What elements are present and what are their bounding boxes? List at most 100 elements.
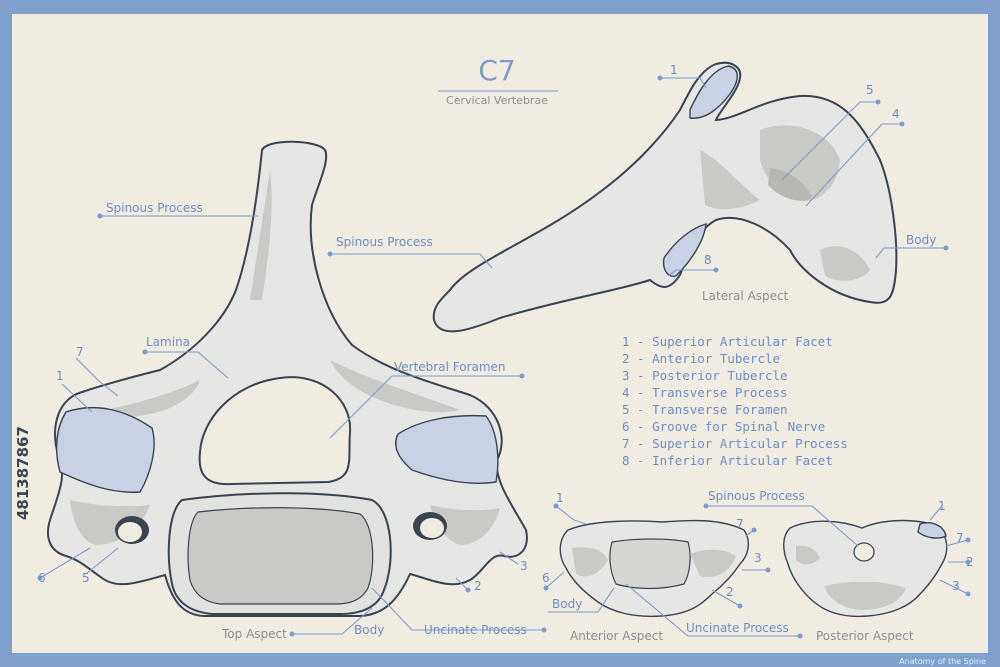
vertebral-foramen [198,376,352,486]
legend-item: 6 - Groove for Spinal Nerve [622,419,825,434]
legend-item: 3 - Posterior Tubercle [622,368,788,383]
lateral-shade-2 [700,150,760,210]
superior-articular-facet-left [55,406,155,493]
anterior-shade-right [690,549,736,578]
leader-dot [943,245,949,251]
label-body-top: Body [354,623,384,637]
top-vertebra-shade-left [95,380,200,418]
leader-dot [703,503,709,509]
leader-spinous-lateral [330,253,493,269]
posterior-body-shade [824,581,906,610]
leader-dot [713,267,719,273]
leader-dot [765,567,771,573]
top-vertebra-shade-right [330,360,460,413]
label-2-anterior: 2 [726,585,734,599]
vertebral-body-inner [187,507,374,605]
leader-6-top [39,547,91,579]
footer-credit: Anatomy of the Spine [899,657,986,666]
leader-3-posterior [939,579,969,595]
transverse-foramen-left [118,522,142,542]
label-8-lateral: 8 [704,253,712,267]
posterior-vertebra-outline [783,519,948,618]
top-vertebra-shade-base-right [430,505,500,545]
leader-4-lateral [805,123,902,207]
legend-item: 4 - Transverse Process [622,385,788,400]
lateral-shade-3 [820,246,870,281]
caption-lateral-aspect: Lateral Aspect [702,289,789,303]
leader-8-lateral [667,269,716,277]
label-spinous-process-top: Spinous Process [106,201,203,215]
leader-uncinate-top [371,587,544,631]
leader-7-top [75,357,119,397]
label-uncinate-anterior: Uncinate Process [686,621,789,635]
anterior-aspect-vertebra [559,519,750,618]
caption-top-aspect: Top Aspect [221,627,287,641]
legend: 1 - Superior Articular Facet 2 - Anterio… [622,334,848,468]
top-vertebra-shade [250,170,272,300]
legend-item: 8 - Inferior Articular Facet [622,453,833,468]
label-2-posterior: 2 [966,555,974,569]
leader-dot [142,349,148,355]
leader-dot [553,503,559,509]
leader-spinous-posterior [706,505,859,547]
leader-dot [543,585,549,591]
labels: Spinous Process Lamina Vertebral Foramen… [38,63,974,643]
leader-dot [965,537,971,543]
leader-lines [37,75,971,639]
leader-1-lateral [660,77,707,89]
leader-dot [657,75,663,81]
leader-vertebral-foramen [329,375,522,439]
leader-6-anterior [545,571,565,589]
label-6-top: 6 [38,571,46,585]
label-body-anterior: Body [552,597,582,611]
label-5-top: 5 [82,571,90,585]
page-subtitle: Cervical Vertebrae [446,94,548,107]
caption-anterior-aspect: Anterior Aspect [570,629,663,643]
leader-1-posterior [929,505,943,521]
transverse-foramen-lateral [768,168,812,201]
leader-dot [965,559,971,565]
leader-lamina [145,351,229,379]
transverse-foramen-right [420,518,444,538]
leader-3-top [499,551,519,565]
label-spinous-process-lateral: Spinous Process [336,235,433,249]
superior-articular-facet-right [394,414,499,484]
posterior-shade-left [796,545,820,565]
posterior-superior-facet-right [917,522,947,539]
posterior-aspect-vertebra [783,519,948,618]
leader-1-top [61,383,93,413]
leader-1-anterior [555,505,587,525]
leader-2-anterior [711,589,741,607]
legend-item: 2 - Anterior Tubercle [622,351,780,366]
label-vertebral-foramen: Vertebral Foramen [394,360,506,374]
lateral-superior-articular-facet [689,65,738,119]
label-spinous-process-posterior: Spinous Process [708,489,805,503]
leader-dot [465,587,471,593]
anterior-shade-left [572,547,608,577]
leader-body-anterior [548,587,615,613]
label-1-posterior: 1 [938,499,946,513]
leader-uncinate-anterior [625,583,800,637]
label-1-anterior: 1 [556,491,564,505]
leader-body-lateral [875,247,946,259]
leader-5-lateral [781,101,878,181]
stock-watermark-id: 481387867 [14,426,32,520]
top-aspect-vertebra [47,140,528,617]
label-body-lateral: Body [906,233,936,247]
label-3-posterior: 3 [952,579,960,593]
label-uncinate-top: Uncinate Process [424,623,527,637]
leader-dot [737,603,743,609]
leader-dot [965,591,971,597]
leader-dot [97,213,103,219]
label-6-anterior: 6 [542,571,550,585]
legend-item: 5 - Transverse Foramen [622,402,788,417]
label-3-anterior: 3 [754,551,762,565]
label-1-top: 1 [56,369,64,383]
label-1-lateral: 1 [670,63,678,77]
top-vertebra-shade-base [70,500,150,545]
label-lamina: Lamina [146,335,190,349]
leader-2-top [455,577,469,591]
leader-dot [289,631,295,637]
leader-dot [519,373,525,379]
